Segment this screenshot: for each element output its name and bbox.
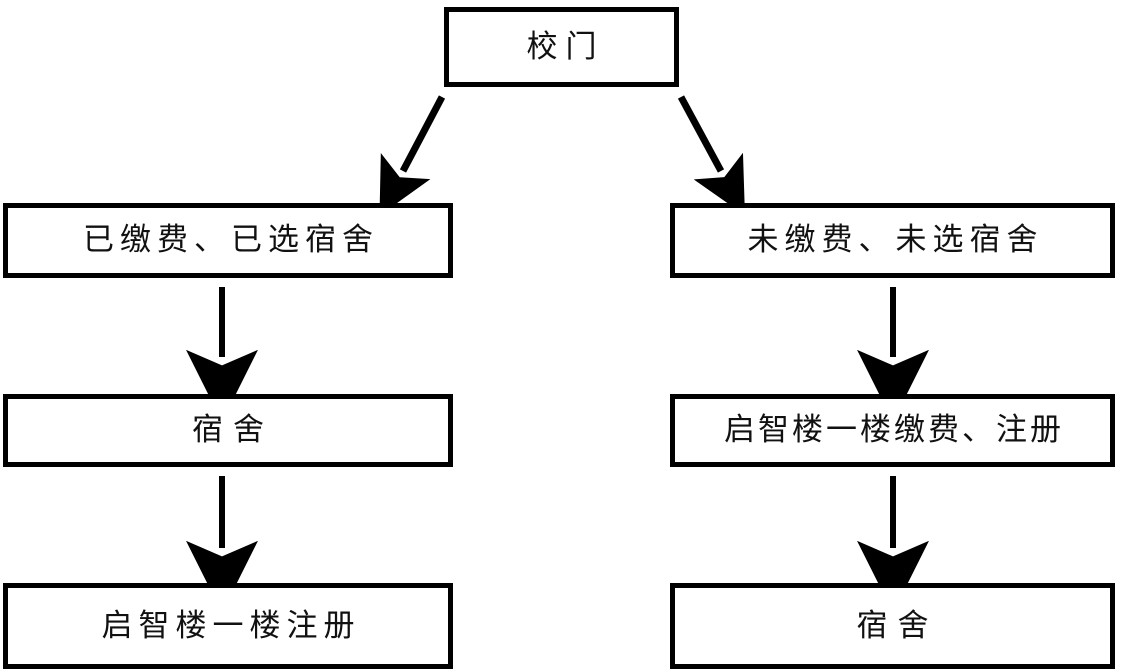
flow-node-label: 启智楼一楼注册 (101, 607, 361, 644)
flow-node-label: 启智楼一楼缴费、注册 (724, 412, 1064, 448)
flow-node-qizhi-building-register[interactable]: 启智楼一楼注册 (3, 583, 453, 669)
flow-node-dormitory-left[interactable]: 宿舍 (3, 394, 453, 467)
edge-gate-to-paid (379, 95, 446, 216)
flow-node-dormitory-right[interactable]: 宿舍 (670, 583, 1115, 669)
edge-gate-to-unpaid (677, 95, 745, 216)
flow-node-label: 宿舍 (192, 412, 274, 448)
flow-node-school-gate[interactable]: 校门 (444, 7, 679, 87)
flow-node-unpaid-and-unselected[interactable]: 未缴费、未选宿舍 (670, 203, 1115, 278)
flow-node-label: 已缴费、已选宿舍 (83, 222, 379, 258)
flow-node-paid-and-selected[interactable]: 已缴费、已选宿舍 (3, 203, 453, 278)
flow-node-label: 宿舍 (856, 607, 939, 644)
flow-node-qizhi-building-pay-register[interactable]: 启智楼一楼缴费、注册 (670, 394, 1115, 467)
flow-node-label: 校门 (526, 28, 605, 65)
flow-node-label: 未缴费、未选宿舍 (747, 222, 1044, 258)
